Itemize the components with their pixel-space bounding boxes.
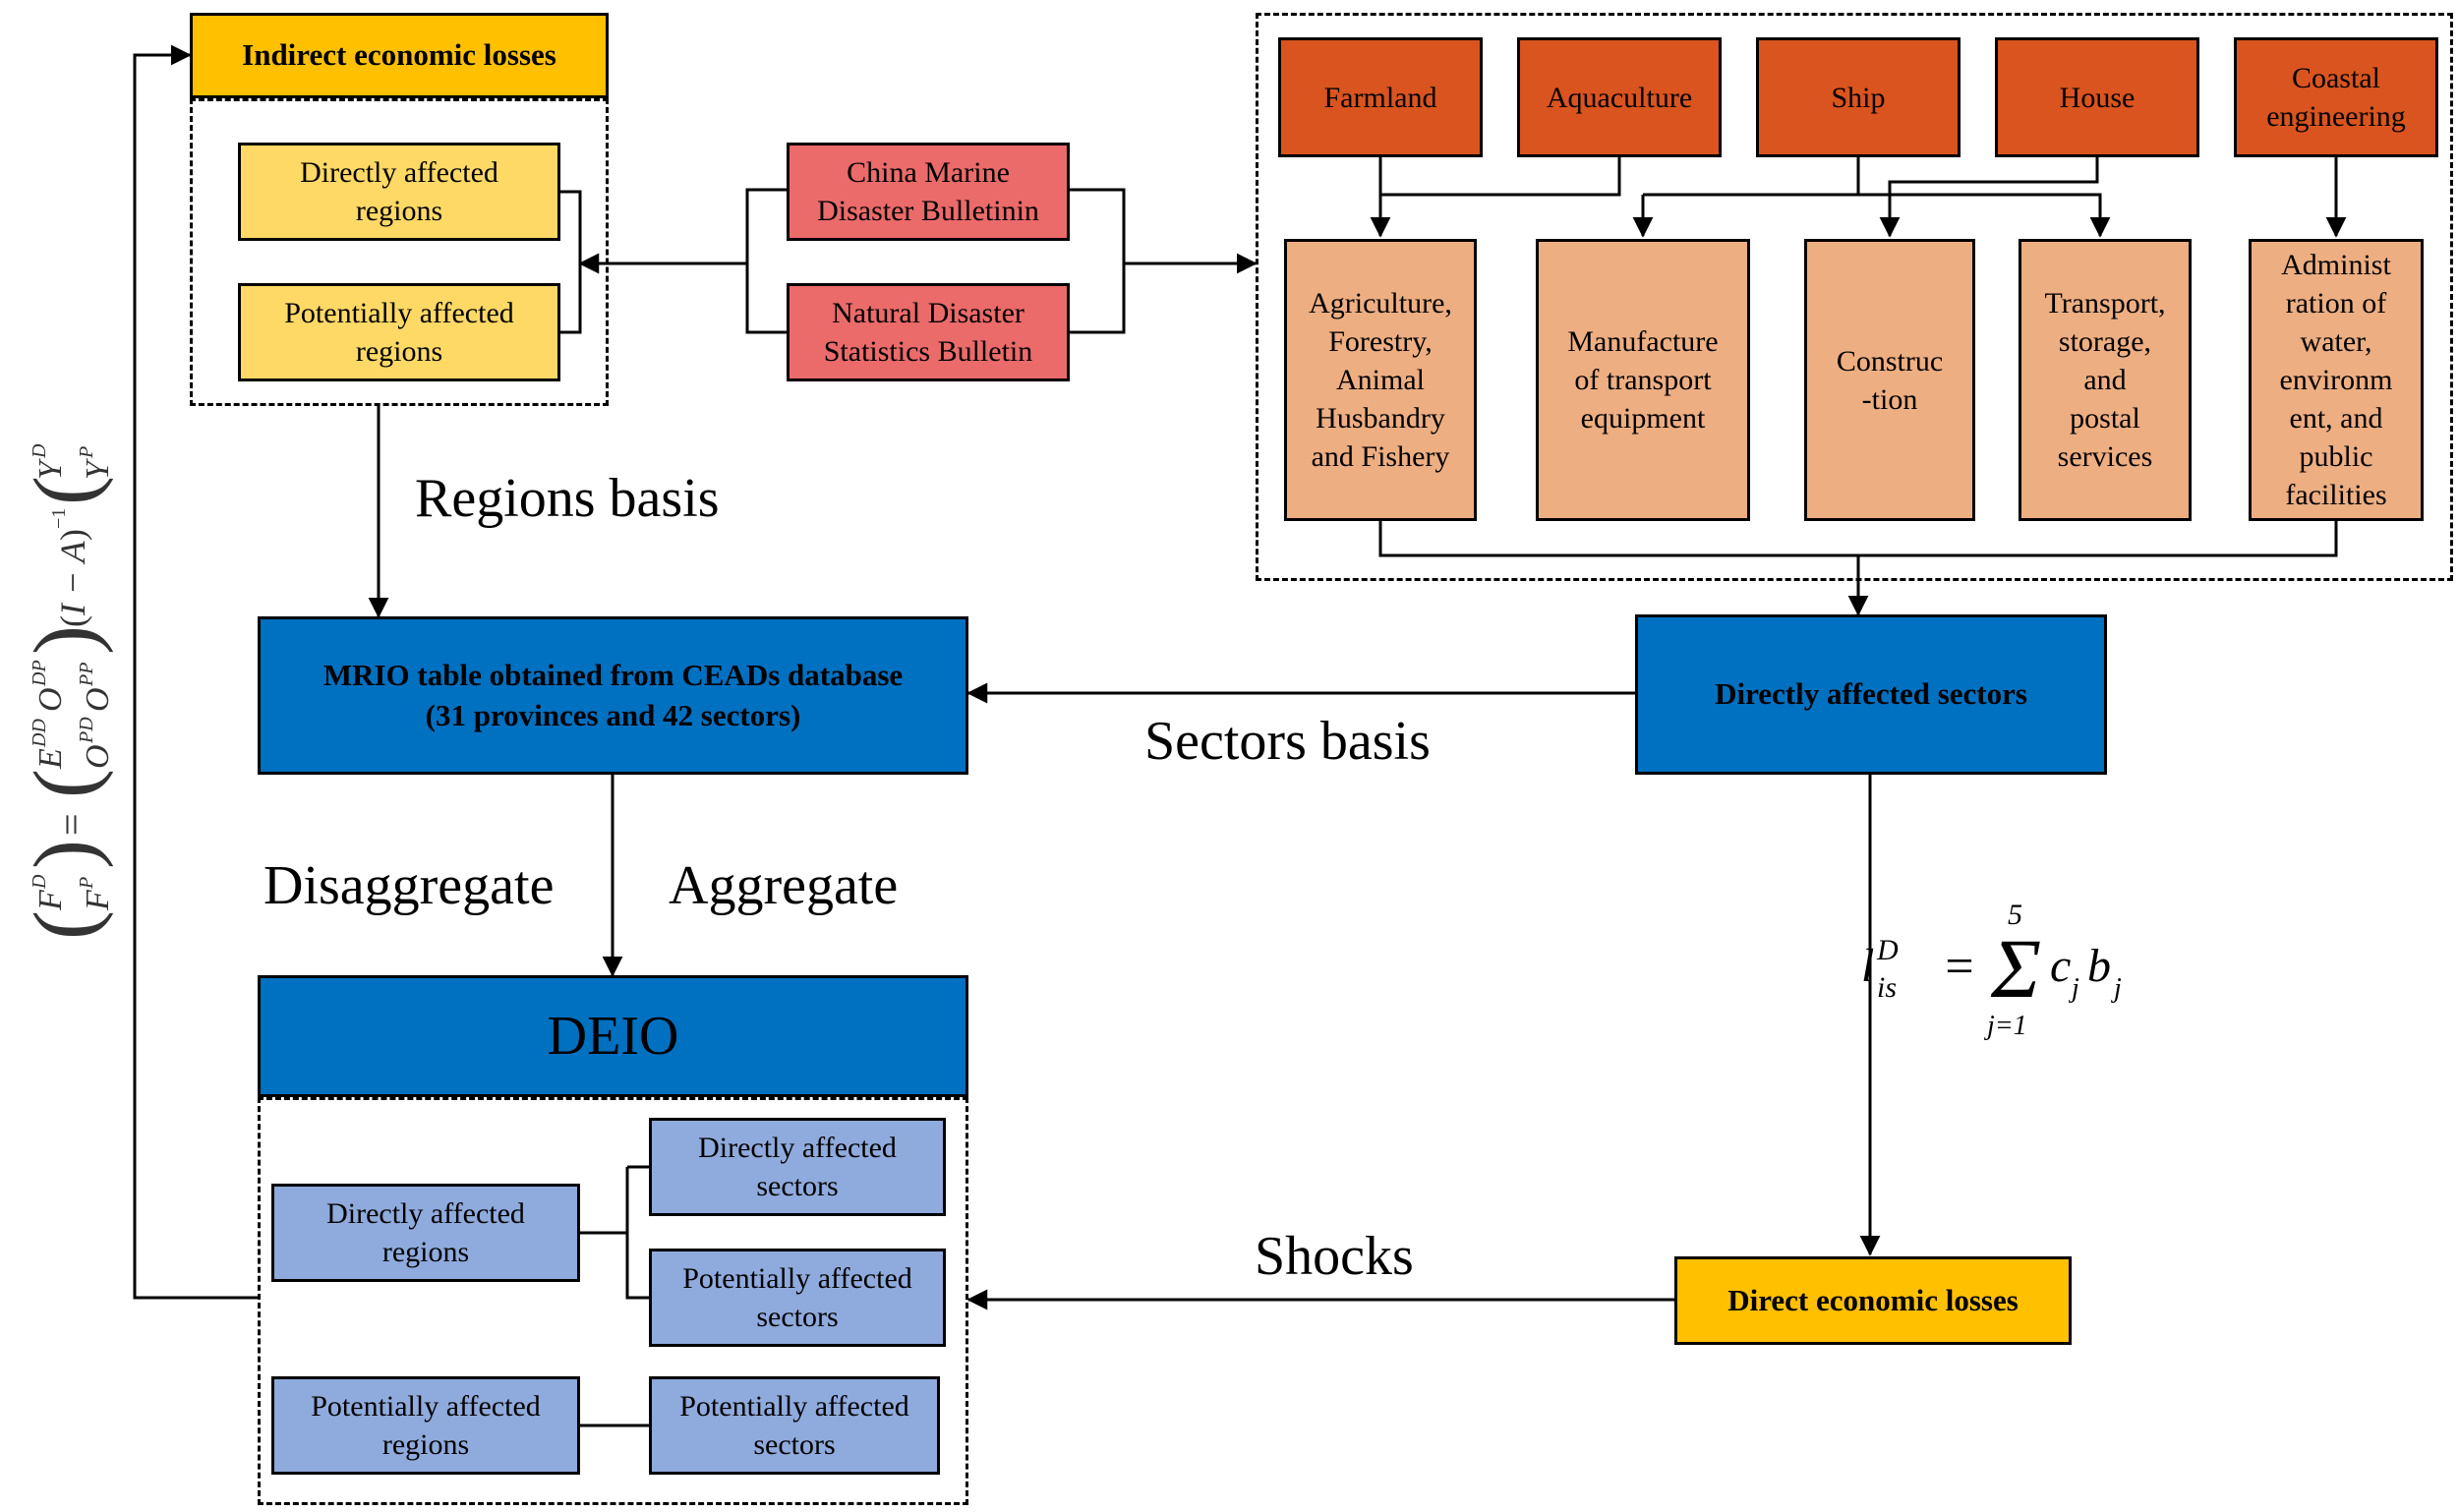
deio-potentially-affected-regions-box: Potentially affected regions	[271, 1376, 580, 1475]
mrio-table-box: MRIO table obtained from CEADs database …	[258, 616, 968, 775]
directly-affected-sectors-box: Directly affected sectors	[1635, 614, 2107, 775]
svg-text:): )	[18, 840, 114, 869]
svg-text:F: F	[80, 889, 116, 911]
svg-text:O: O	[80, 744, 116, 769]
svg-text:l: l	[1861, 940, 1874, 992]
feedback-arrow	[133, 44, 258, 1300]
svg-text:E: E	[32, 748, 69, 770]
ship-box: Ship	[1756, 37, 1961, 157]
svg-text:PP: PP	[76, 663, 97, 687]
svg-text:c: c	[2050, 940, 2071, 992]
regions-basis-label: Regions basis	[415, 468, 720, 529]
sector-mapping-group	[1256, 13, 2453, 581]
potentially-affected-regions-box: Potentially affected regions	[238, 283, 560, 381]
svg-text:D: D	[29, 874, 50, 890]
svg-text:DP: DP	[29, 660, 50, 687]
svg-text:PD: PD	[76, 717, 97, 744]
coastal-engineering-box: Coastal engineering	[2234, 37, 2438, 157]
sector-transport-box: Transport, storage, and postal services	[2019, 239, 2192, 521]
svg-text:j=1: j=1	[1984, 1011, 2027, 1041]
aquaculture-to-agri	[1380, 157, 1621, 197]
shocks-label: Shocks	[1255, 1226, 1414, 1287]
svg-text:is: is	[1877, 971, 1897, 1004]
svg-text:P: P	[76, 877, 97, 890]
svg-text:(: (	[18, 910, 114, 940]
indirect-economic-losses-box: Indirect economic losses	[190, 13, 609, 98]
svg-text:5: 5	[2008, 899, 2022, 931]
svg-text:DD: DD	[29, 719, 50, 748]
svg-text:D: D	[29, 443, 50, 459]
sectors-basis-label: Sectors basis	[1144, 711, 1431, 772]
svg-text:b: b	[2087, 940, 2111, 992]
house-box: House	[1995, 37, 2199, 157]
directly-affected-regions-box: Directly affected regions	[238, 143, 560, 241]
ship-to-manufacture	[1643, 193, 2111, 238]
svg-text:(: (	[53, 615, 92, 627]
sector-construction-box: Construc -tion	[1804, 239, 1975, 521]
svg-text:P: P	[76, 446, 97, 459]
direct-economic-losses-box: Direct economic losses	[1674, 1256, 2072, 1345]
deio-directly-affected-regions-box: Directly affected regions	[271, 1184, 580, 1282]
svg-text:=: =	[1942, 939, 1976, 995]
svg-text:(: (	[18, 476, 114, 505]
aggregate-label: Aggregate	[669, 855, 899, 916]
deio-potentially-affected-sectors-box-2: Potentially affected sectors	[649, 1376, 940, 1475]
svg-text:j: j	[2111, 973, 2122, 1004]
disaggregate-label: Disaggregate	[263, 855, 555, 916]
natural-disaster-bulletin-box: Natural Disaster Statistics Bulletin	[787, 283, 1070, 381]
svg-text:Σ: Σ	[1990, 921, 2041, 1016]
sector-administration-box: Administ ration of water, environm ent, …	[2249, 239, 2424, 521]
bulletin-left-bracket	[745, 188, 787, 334]
indirect-regions-group	[190, 98, 609, 406]
deio-potentially-affected-sectors-box-1: Potentially affected sectors	[649, 1249, 946, 1347]
svg-text:O: O	[80, 687, 116, 712]
svg-text:Y: Y	[80, 458, 116, 480]
svg-text:j: j	[2069, 973, 2079, 1004]
farmland-box: Farmland	[1278, 37, 1483, 157]
svg-text:D: D	[1876, 934, 1899, 966]
dar-branch	[625, 1165, 649, 1300]
svg-text:=: =	[49, 813, 93, 836]
svg-text:−1: −1	[48, 508, 70, 529]
svg-text:F: F	[32, 889, 69, 911]
china-marine-bulletin-box: China Marine Disaster Bulletinin	[787, 143, 1070, 241]
direct-loss-formula: l is D = Σ 5 j=1 c j b j	[1853, 895, 2148, 1042]
svg-text:): )	[53, 529, 92, 541]
aquaculture-box: Aquaculture	[1517, 37, 1722, 157]
deio-directly-affected-sectors-box: Directly affected sectors	[649, 1118, 946, 1216]
svg-text:): )	[18, 625, 114, 655]
svg-text:O: O	[32, 687, 69, 712]
deio-group	[258, 1097, 968, 1505]
sector-manufacture-box: Manufacture of transport equipment	[1536, 239, 1750, 521]
house-to-construction	[1879, 157, 2099, 238]
svg-text:Y: Y	[32, 458, 69, 480]
bulletin-right-bracket	[1070, 188, 1126, 334]
deio-box: DEIO	[258, 975, 968, 1097]
sector-agriculture-box: Agriculture, Forestry, Animal Husbandry …	[1284, 239, 1477, 521]
svg-text:(: (	[18, 769, 114, 798]
svg-text:I − A: I − A	[53, 540, 92, 616]
